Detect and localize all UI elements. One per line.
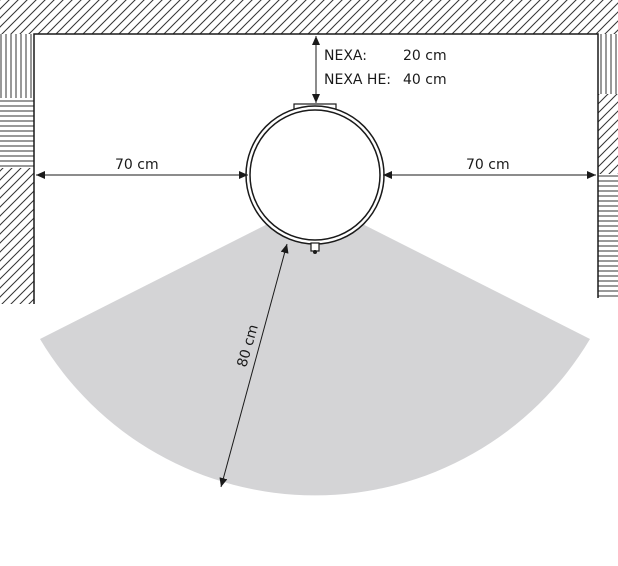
heater-body-inner: [249, 109, 381, 241]
heater-control-knob: [310, 242, 320, 252]
left-distance-label: 70 cm: [115, 157, 159, 173]
nexa-he-label: NEXA HE:: [324, 72, 391, 88]
nexa-value: 20 cm: [403, 48, 447, 64]
wall-inner-outline: [33, 33, 599, 304]
wall-right-mid: [598, 94, 618, 174]
wall: [0, 0, 618, 304]
nexa-label: NEXA:: [324, 48, 367, 64]
radius-arrow: [219, 243, 289, 488]
nexa-he-value: 40 cm: [403, 72, 447, 88]
wall-right-top: [598, 34, 618, 94]
wall-left-top: [0, 34, 34, 98]
clearance-zone: [40, 200, 590, 496]
wall-right-bottom: [598, 174, 618, 298]
heater: [245, 103, 385, 254]
heater-knob-dot: [313, 250, 317, 254]
wall-left-mid: [0, 98, 34, 168]
wall-top: [0, 0, 618, 34]
right-distance-label: 70 cm: [466, 157, 510, 173]
wall-left-bottom: [0, 168, 34, 304]
